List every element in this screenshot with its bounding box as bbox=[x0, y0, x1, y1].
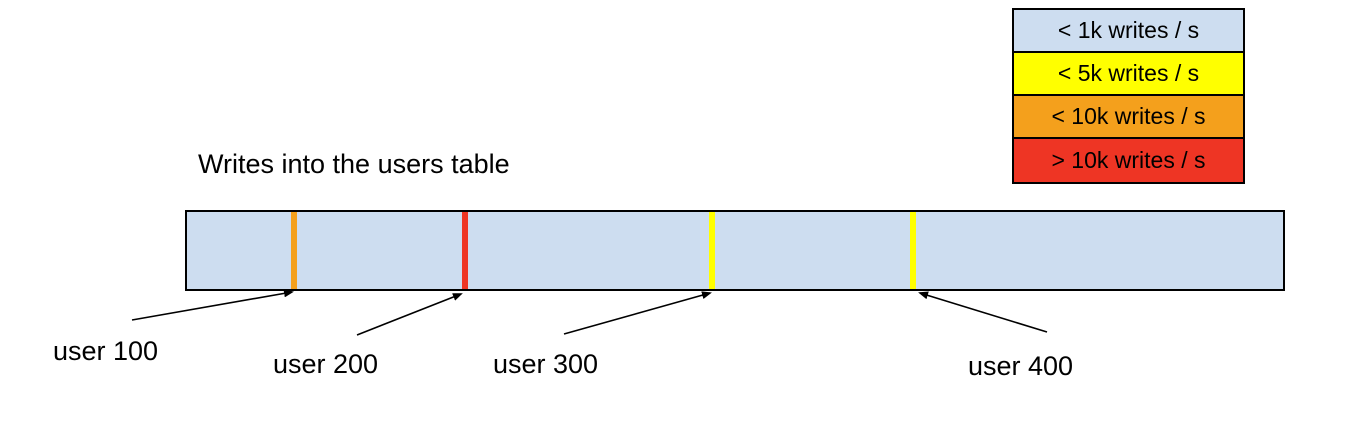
label-user-300: user 300 bbox=[493, 349, 599, 379]
diagram-title: Writes into the users table bbox=[198, 149, 510, 179]
stripe-user-400 bbox=[909, 212, 916, 289]
legend-item-lt-10k: < 10k writes / s bbox=[1014, 96, 1243, 139]
legend-item-lt-5k: < 5k writes / s bbox=[1014, 53, 1243, 96]
label-user-400: user 400 bbox=[968, 351, 1074, 381]
arrow-user-200 bbox=[356, 293, 463, 336]
stripe-user-200 bbox=[462, 212, 469, 289]
arrow-user-400 bbox=[918, 291, 1048, 333]
label-user-100: user 100 bbox=[53, 336, 159, 366]
arrow-user-100 bbox=[131, 289, 294, 321]
arrow-user-300 bbox=[563, 291, 712, 335]
legend-item-gt-10k: > 10k writes / s bbox=[1014, 139, 1243, 182]
legend-item-lt-1k: < 1k writes / s bbox=[1014, 10, 1243, 53]
legend: < 1k writes / s < 5k writes / s < 10k wr… bbox=[1012, 8, 1245, 184]
users-table-bar bbox=[185, 210, 1285, 291]
stripe-user-100 bbox=[291, 212, 298, 289]
stripe-user-300 bbox=[708, 212, 715, 289]
label-user-200: user 200 bbox=[273, 349, 379, 379]
